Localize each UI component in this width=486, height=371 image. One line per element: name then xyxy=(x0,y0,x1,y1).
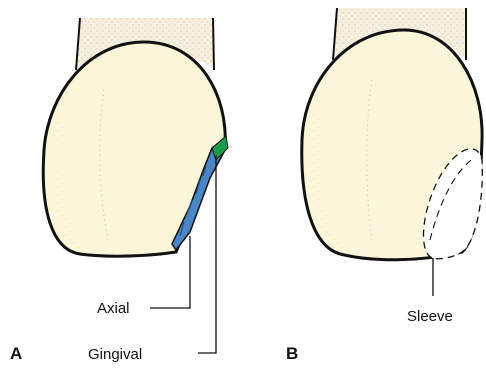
panel-b: Sleeve B xyxy=(286,8,482,363)
panel-a-letter: A xyxy=(10,344,22,363)
panel-b-letter: B xyxy=(286,344,298,363)
panel-a: Axial Gingival A xyxy=(10,18,228,363)
axial-label: Axial xyxy=(97,300,130,317)
sleeve-label: Sleeve xyxy=(407,308,453,325)
gingival-label: Gingival xyxy=(88,346,142,363)
